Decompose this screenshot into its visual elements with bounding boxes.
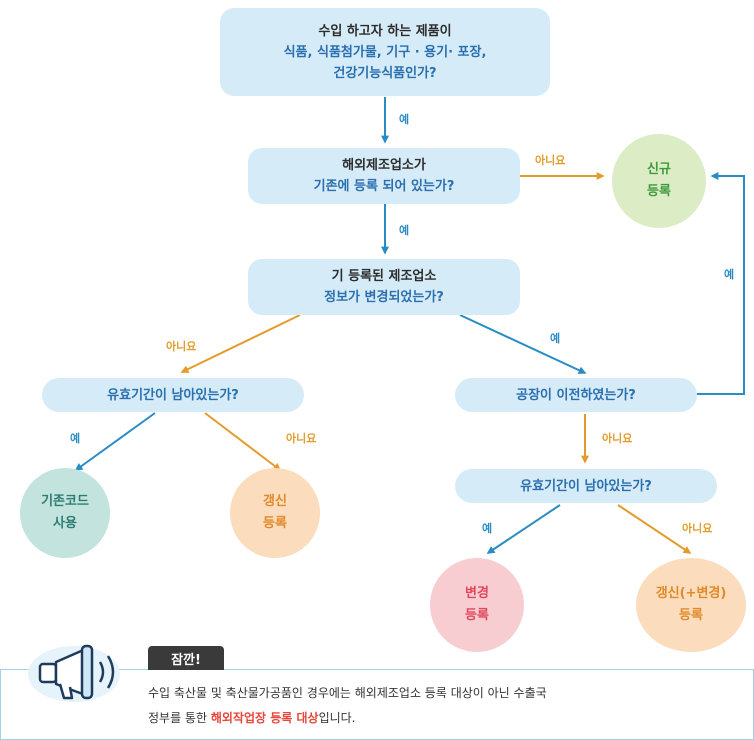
label-yes: 예 [399,113,410,126]
label-yes: 예 [399,224,410,237]
megaphone-icon [26,632,128,704]
label-no: 아니요 [682,522,713,535]
question-line: 유효기간이 남아있는가? [520,478,652,494]
outcome-new-registration: 신규 등록 [612,134,706,228]
question-validity-right: 유효기간이 남아있는가? [455,469,717,503]
outcome-renewal: 갱신 등록 [230,468,320,558]
question-registered: 해외제조업소가 기존에 등록 되어 있는가? [248,148,520,204]
question-line: 식품, 식품첨가물, 기구 · 용기· 포장, [283,44,487,60]
arrow-q5-new [697,172,745,395]
label-no: 아니요 [602,432,633,445]
outcome-line: 등록 [647,184,671,199]
question-line: 유효기간이 남아있는가? [107,387,239,403]
notice-badge: 잠깐! [148,646,224,670]
label-yes: 예 [550,332,561,345]
arrow-q4-existing [74,412,156,471]
label-no: 아니요 [286,432,317,445]
question-factory-moved: 공장이 이전하였는가? [455,378,697,412]
arrow-q3-q4 [180,314,301,373]
label-yes: 예 [482,522,493,535]
arrow-q6-renewchange [617,504,692,554]
label-no: 아니요 [535,154,566,167]
notice-text: 수입 축산물 및 축산물가공품인 경우에는 해외제조업소 등록 대상이 아닌 수… [148,681,748,731]
outcome-line: 갱신(+변경) [655,586,727,601]
outcome-line: 변경 [465,586,489,601]
label-no: 아니요 [166,340,197,353]
notice-text-post: 입니다. [318,711,356,725]
outcome-line: 기존코드 [41,494,89,509]
notice-line: 수입 축산물 및 축산물가공품인 경우에는 해외제조업소 등록 대상이 아닌 수… [148,686,547,700]
outcome-line: 등록 [679,608,703,623]
notice-highlight: 해외작업장 등록 대상 [210,711,319,725]
notice-text-pre: 정부를 통한 [148,711,211,725]
outcome-renewal-change: 갱신(+변경) 등록 [636,558,746,652]
label-yes: 예 [70,432,81,445]
notice-line: 정부를 통한 해외작업장 등록 대상입니다. [148,706,748,731]
arrow-q3-q5 [459,314,587,374]
outcome-change-registration: 변경 등록 [430,558,524,652]
question-line: 정보가 변경되었는가? [324,290,444,305]
question-line: 기 등록된 제조업소 [331,269,437,284]
question-validity-left: 유효기간이 남아있는가? [42,378,304,412]
notice-box [0,669,754,740]
arrow-q4-renew [204,412,282,471]
question-line: 건강기능식품인가? [333,65,437,81]
outcome-line: 신규 [647,162,671,177]
label-yes: 예 [724,268,735,281]
question-line: 수입 하고자 하는 제품이 [318,23,452,39]
outcome-existing-code: 기존코드 사용 [20,468,110,558]
outcome-line: 등록 [263,516,287,531]
question-info-changed: 기 등록된 제조업소 정보가 변경되었는가? [248,259,520,315]
outcome-line: 등록 [465,608,489,623]
question-line: 기존에 등록 되어 있는가? [313,179,455,194]
question-line: 해외제조업소가 [342,158,426,173]
arrow-q6-change [486,504,561,554]
question-import-product: 수입 하고자 하는 제품이 식품, 식품첨가물, 기구 · 용기· 포장, 건강… [220,8,550,96]
outcome-line: 갱신 [263,494,287,509]
outcome-line: 사용 [53,516,77,531]
question-line: 공장이 이전하였는가? [516,387,636,403]
